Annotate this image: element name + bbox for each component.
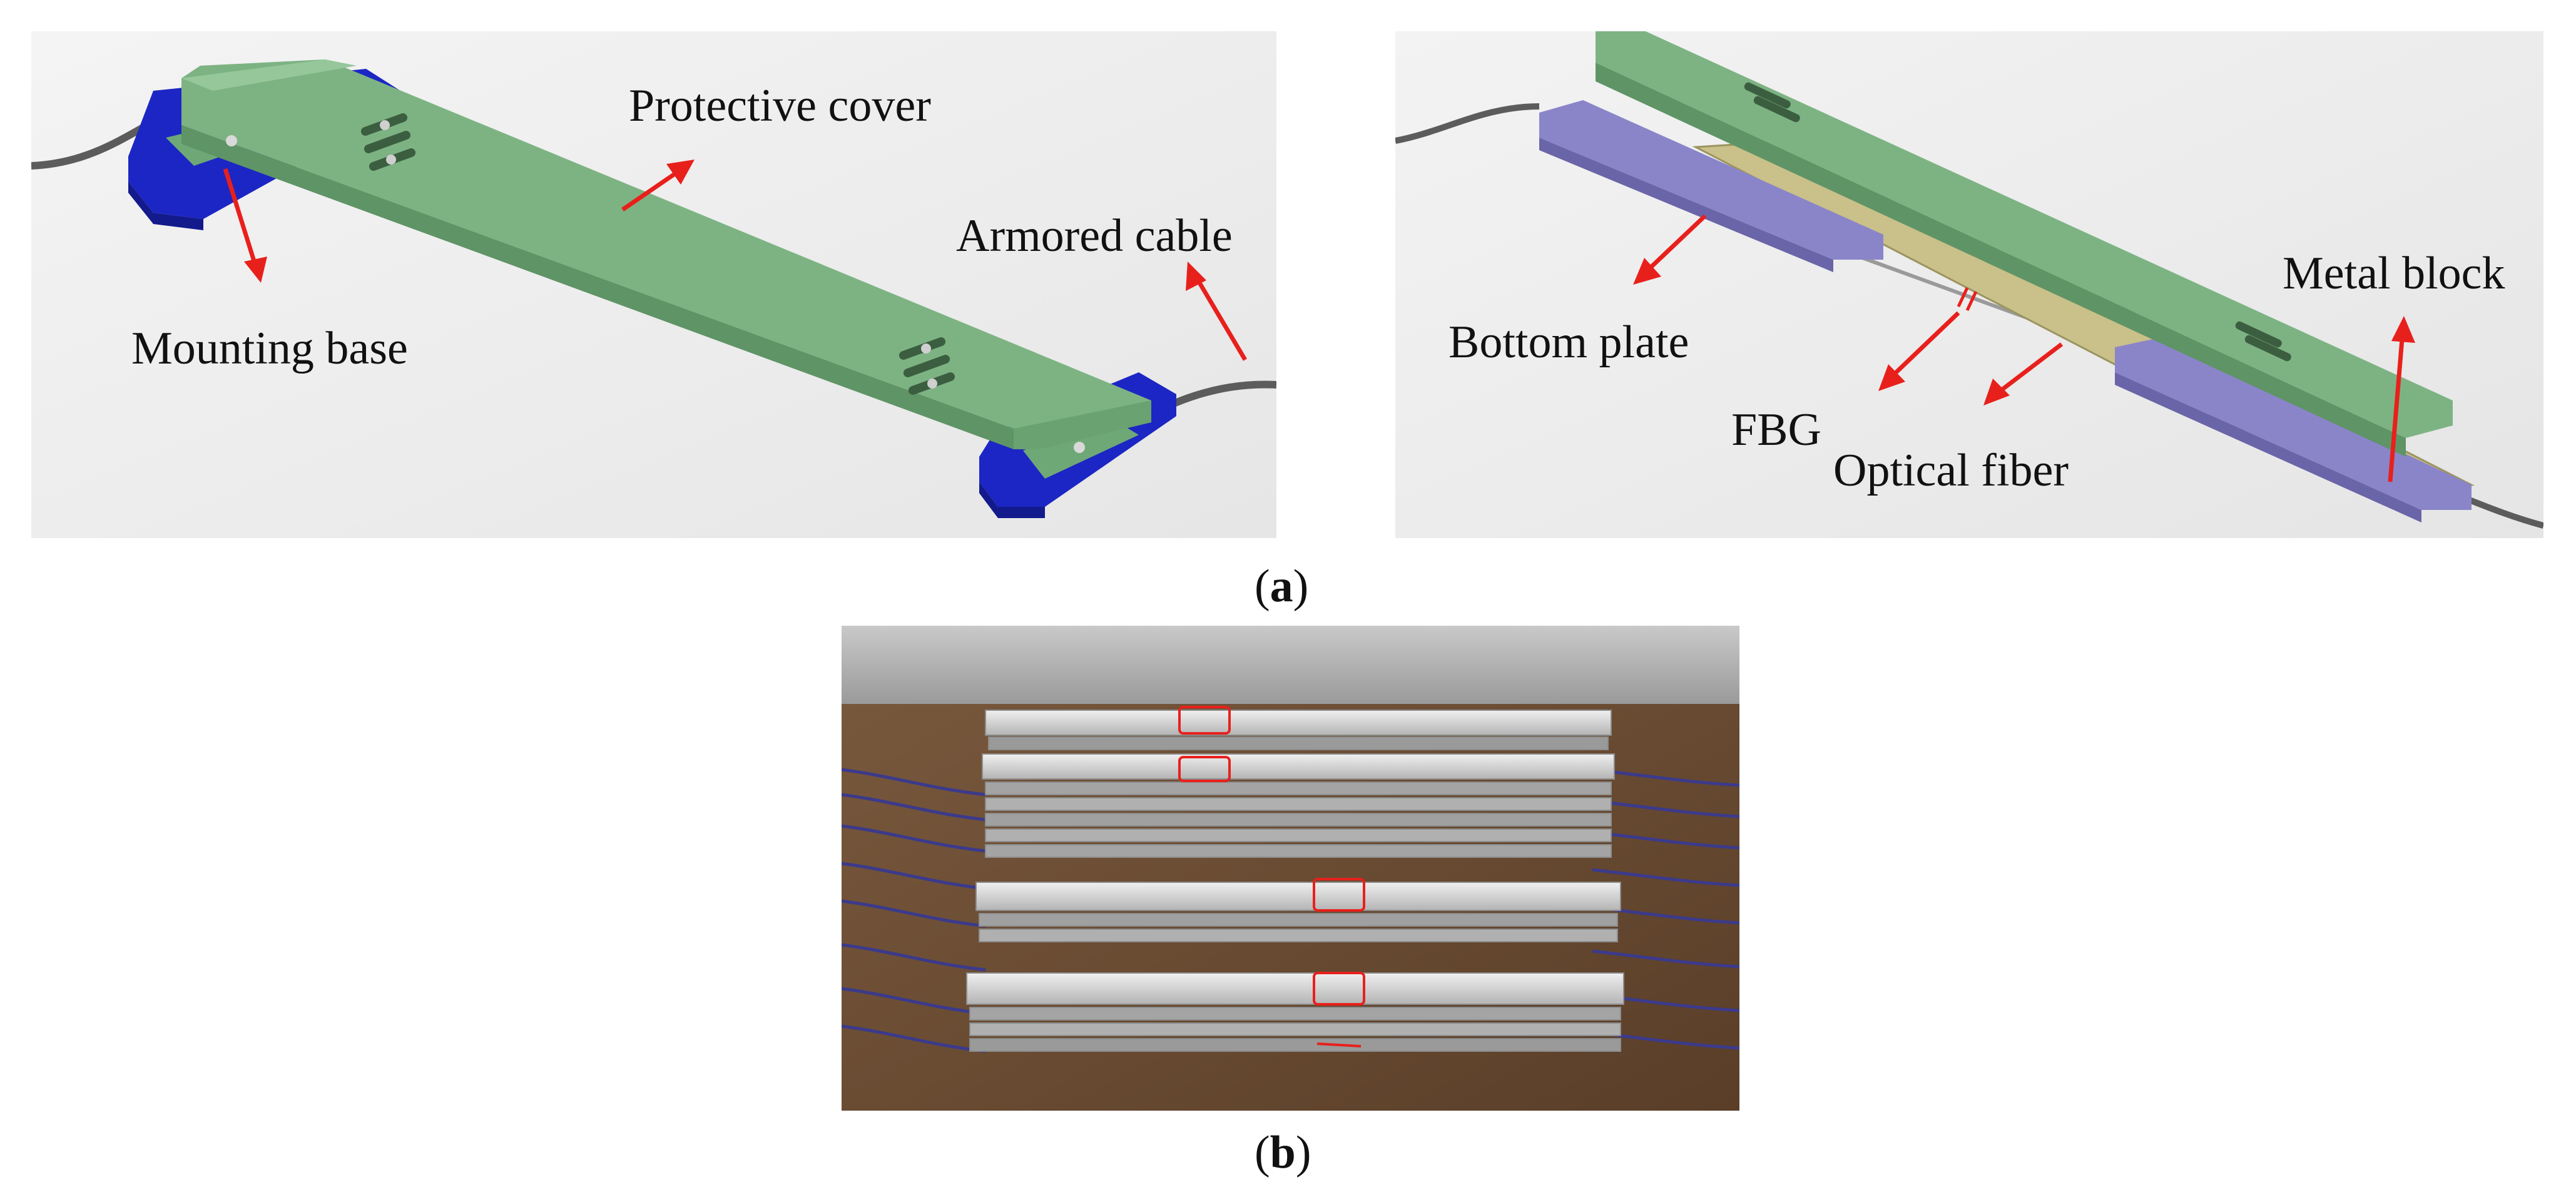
cover-slots	[1744, 82, 2291, 362]
fbg-marker	[1957, 287, 1978, 312]
screw-left	[226, 135, 237, 146]
background-shelf	[842, 626, 1739, 704]
label-bottom-plate: Bottom plate	[1448, 317, 1689, 368]
caption-b: (b)	[1255, 1127, 1311, 1178]
fiber-bundle-left	[842, 768, 986, 1053]
label-optical-fiber: Optical fiber	[1833, 445, 2069, 496]
cover-slots-right	[899, 337, 955, 395]
sensor-bars	[966, 710, 1624, 1052]
protective-cover-bar	[181, 59, 1151, 441]
label-metal-block: Metal block	[2283, 248, 2505, 299]
label-fbg: FBG	[1731, 404, 1821, 456]
label-mounting-base: Mounting base	[131, 323, 408, 374]
cover-slots-left	[360, 113, 416, 171]
assembled-sensor-drawing	[31, 31, 1276, 538]
armored-cable-left	[1395, 103, 1540, 144]
callout-arrows	[223, 160, 1248, 361]
red-label-stickers	[1178, 706, 1365, 1047]
screw-right	[1074, 442, 1085, 453]
sensor-stack-photo	[842, 626, 1739, 1111]
protective-cover-bar	[1596, 31, 2453, 438]
metal-block-left	[1539, 100, 1883, 260]
callout-arrows	[1633, 214, 2415, 482]
sensor-stack-drawing	[842, 626, 1739, 1111]
label-armored-cable: Armored cable	[956, 210, 1233, 262]
exploded-sensor-render: Metal block Bottom plate FBG Optical fib…	[1395, 31, 2543, 538]
metal-block-right	[2115, 338, 2472, 510]
caption-a: (a)	[1255, 561, 1309, 612]
assembled-sensor-render: Protective cover Armored cable Mounting …	[31, 31, 1276, 538]
exploded-sensor-drawing	[1395, 31, 2543, 538]
label-protective-cover: Protective cover	[629, 80, 931, 131]
